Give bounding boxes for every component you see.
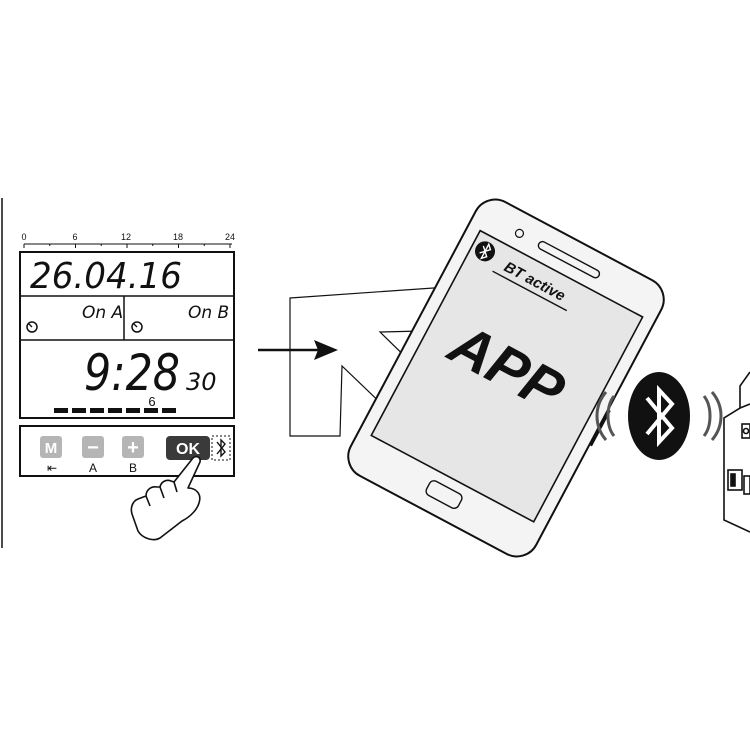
bluetooth-icon	[216, 438, 226, 458]
din-rail-timer	[723, 371, 750, 533]
weekday-segment	[126, 408, 140, 413]
clock-icon	[131, 321, 143, 333]
ok-button[interactable]: OK	[166, 436, 210, 460]
lcd-date: 26.04.16	[30, 256, 182, 297]
scale-tick-18: 18	[173, 232, 183, 242]
phone-camera	[514, 228, 525, 238]
weekday-segment	[144, 408, 158, 413]
weekday-segment	[108, 408, 122, 413]
scale-tick-24: 24	[225, 232, 235, 242]
channel-a-status: On A	[82, 303, 123, 323]
weekday-bar	[54, 408, 176, 413]
scale-tick-12: 12	[121, 232, 131, 242]
bluetooth-icon	[628, 372, 690, 460]
weekday-segment	[90, 408, 104, 413]
scale-tick-0: 0	[21, 232, 26, 242]
lcd-time: 9:28	[84, 344, 180, 402]
m-button[interactable]: M	[40, 436, 62, 458]
clock-icon	[26, 321, 38, 333]
lcd-seconds: 30	[186, 368, 217, 396]
phone-screen	[370, 229, 644, 523]
plus-button[interactable]: +	[122, 436, 144, 459]
plus-button-label: +	[127, 437, 139, 459]
lcd-panel	[19, 251, 235, 419]
bluetooth-icon	[475, 241, 496, 262]
hour-scale: 0 6 12 18 24	[21, 232, 235, 248]
bluetooth-signal	[595, 372, 723, 460]
minus-button[interactable]: −	[82, 436, 104, 459]
smartphone: BT active APP	[347, 198, 665, 558]
minus-button-label: −	[87, 437, 99, 459]
pointing-hand-icon	[130, 455, 201, 541]
day-number: 6	[148, 394, 155, 409]
phone-home-button[interactable]	[424, 479, 463, 510]
scale-tick-6: 6	[72, 232, 77, 242]
back-icon: ⇤	[47, 461, 57, 475]
weekday-segment	[72, 408, 86, 413]
right-arrow-icon	[258, 340, 338, 360]
channel-b-status: On B	[188, 303, 229, 323]
ok-button-label: OK	[176, 441, 200, 458]
weekday-segment	[54, 408, 68, 413]
phone-speaker	[537, 240, 601, 279]
m-button-label: M	[45, 440, 58, 457]
minus-button-caption: A	[89, 461, 97, 475]
weekday-segment	[162, 408, 176, 413]
timer-device: 0 6 12 18 24 26.04.16 On A On B 9:28 30 …	[19, 232, 235, 541]
plus-button-caption: B	[129, 461, 137, 475]
